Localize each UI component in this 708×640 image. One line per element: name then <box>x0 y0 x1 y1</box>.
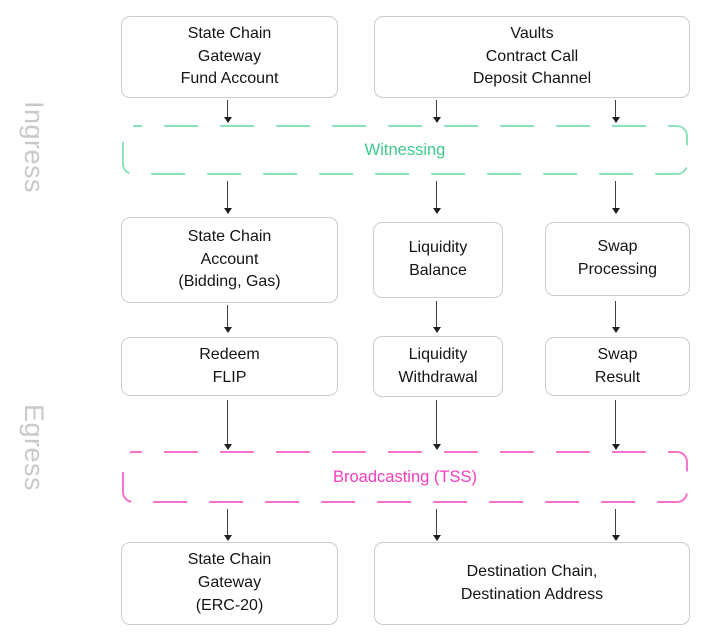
arrow-down-icon <box>433 100 441 123</box>
arrow-down-icon <box>612 400 620 450</box>
node-label: Liquidity Withdrawal <box>398 345 478 386</box>
arrow-down-icon <box>433 400 441 450</box>
node-label: Swap Result <box>594 345 641 386</box>
node-vaults-contract-call-deposit-channel: Vaults Contract Call Deposit Channel <box>374 16 690 98</box>
arrow-down-icon <box>224 400 232 450</box>
arrow-down-icon <box>224 181 232 214</box>
node-label: Vaults Contract Call Deposit Channel <box>472 24 592 88</box>
arrow-down-icon <box>224 100 232 123</box>
node-state-chain-gateway-fund-account: State Chain Gateway Fund Account <box>121 16 338 98</box>
witnessing-label: Witnessing <box>354 140 456 160</box>
node-label: Swap Processing <box>577 238 658 278</box>
arrow-down-icon <box>433 301 441 333</box>
node-label: State Chain Account (Bidding, Gas) <box>178 227 281 291</box>
arrow-down-icon <box>224 305 232 333</box>
node-label: State Chain Gateway (ERC-20) <box>187 551 272 614</box>
broadcasting-band: Broadcasting (TSS) <box>122 451 688 503</box>
arrow-down-icon <box>224 509 232 541</box>
dashed-border <box>122 125 688 175</box>
node-label: State Chain Gateway Fund Account <box>180 24 279 88</box>
arrow-down-icon <box>612 100 620 123</box>
node-label: Redeem FLIP <box>199 345 260 386</box>
node-swap-processing: Swap Processing <box>545 222 690 296</box>
ingress-section-label: Ingress <box>19 101 49 194</box>
node-label: Liquidity Balance <box>408 239 468 279</box>
arrow-down-icon <box>433 509 441 541</box>
node-state-chain-gateway-erc20: State Chain Gateway (ERC-20) <box>121 542 338 625</box>
arrow-down-icon <box>612 301 620 333</box>
node-redeem-flip: Redeem FLIP <box>121 337 338 396</box>
broadcasting-label: Broadcasting (TSS) <box>323 467 487 487</box>
witnessing-band: Witnessing <box>122 125 688 175</box>
node-state-chain-account-bidding-gas: State Chain Account (Bidding, Gas) <box>121 217 338 303</box>
arrow-down-icon <box>612 509 620 541</box>
node-swap-result: Swap Result <box>545 337 690 396</box>
dashed-border-rect <box>122 451 688 503</box>
node-liquidity-withdrawal: Liquidity Withdrawal <box>373 336 503 397</box>
node-liquidity-balance: Liquidity Balance <box>373 222 503 298</box>
node-destination-chain-address: Destination Chain, Destination Address <box>374 542 690 625</box>
dashed-border <box>122 451 688 503</box>
dashed-border-rect <box>122 125 688 175</box>
node-label: Destination Chain, Destination Address <box>460 562 604 603</box>
arrow-down-icon <box>612 181 620 214</box>
arrow-down-icon <box>433 181 441 214</box>
egress-section-label: Egress <box>19 404 49 492</box>
